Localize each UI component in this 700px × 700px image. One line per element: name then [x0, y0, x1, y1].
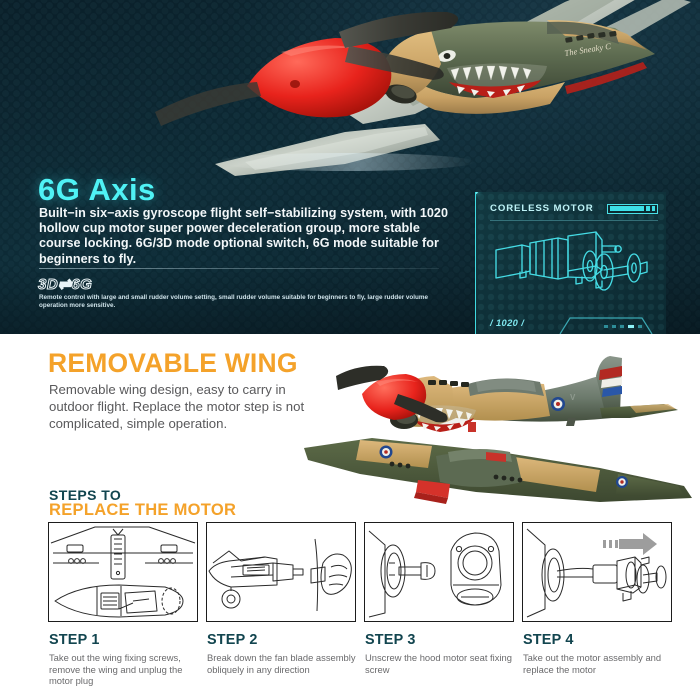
- removable-wing-description: Removable wing design, easy to carry in …: [49, 382, 305, 431]
- rc-plane-with-detached-wing-image: V: [300, 352, 700, 507]
- step-2-number: STEP 2: [207, 632, 258, 648]
- step-1-text: Take out the wing fixing screws, remove …: [49, 652, 183, 687]
- hero-fineprint: Remote control with large and small rudd…: [39, 294, 428, 310]
- hero-section: The Sneaky C 6G Axis Buil: [0, 0, 700, 334]
- rc-plane-top-image: The Sneaky C: [95, 0, 695, 176]
- svg-text:V: V: [570, 393, 576, 402]
- step-3-illustration-panel: [364, 522, 514, 622]
- level-gauge-icon: [607, 203, 658, 214]
- card-tray-shape: [558, 316, 654, 334]
- step-4-illustration-panel: [522, 522, 672, 622]
- coreless-motor-card: CORELESS MOTOR: [475, 192, 666, 334]
- step-2-illustration-panel: [206, 522, 356, 622]
- steps-heading-line2: REPLACE THE MOTOR: [49, 501, 237, 519]
- motor-blueprint-diagram: [492, 226, 652, 294]
- step-2-text: Break down the fan blade assembly obliqu…: [207, 652, 356, 675]
- removable-wing-title: REMOVABLE WING: [48, 348, 298, 378]
- card-header: CORELESS MOTOR: [490, 199, 658, 218]
- step-4-text: Take out the motor assembly and replace …: [523, 652, 662, 675]
- step-1-illustration-panel: [48, 522, 198, 622]
- motor-card-title: CORELESS MOTOR: [490, 203, 594, 214]
- motor-model-label: / 1020 /: [490, 318, 525, 328]
- hero-description: Built−in six−axis gyroscope flight self−…: [39, 206, 449, 266]
- step-1-number: STEP 1: [49, 632, 100, 648]
- step-3-text: Unscrew the hood motor seat fixing screw: [365, 652, 512, 675]
- steps-heading-line1: STEPS TO: [49, 487, 122, 503]
- card-header-divider: [490, 220, 658, 221]
- step-4-number: STEP 4: [523, 632, 574, 648]
- carousel-indicator-dots[interactable]: [604, 325, 642, 328]
- hero-divider: [39, 268, 439, 269]
- step-3-number: STEP 3: [365, 632, 416, 648]
- mode-switch-badge: 3D⇌6G: [37, 276, 93, 294]
- hero-title: 6G Axis: [38, 172, 156, 207]
- card-corner-node-icon: [476, 192, 478, 194]
